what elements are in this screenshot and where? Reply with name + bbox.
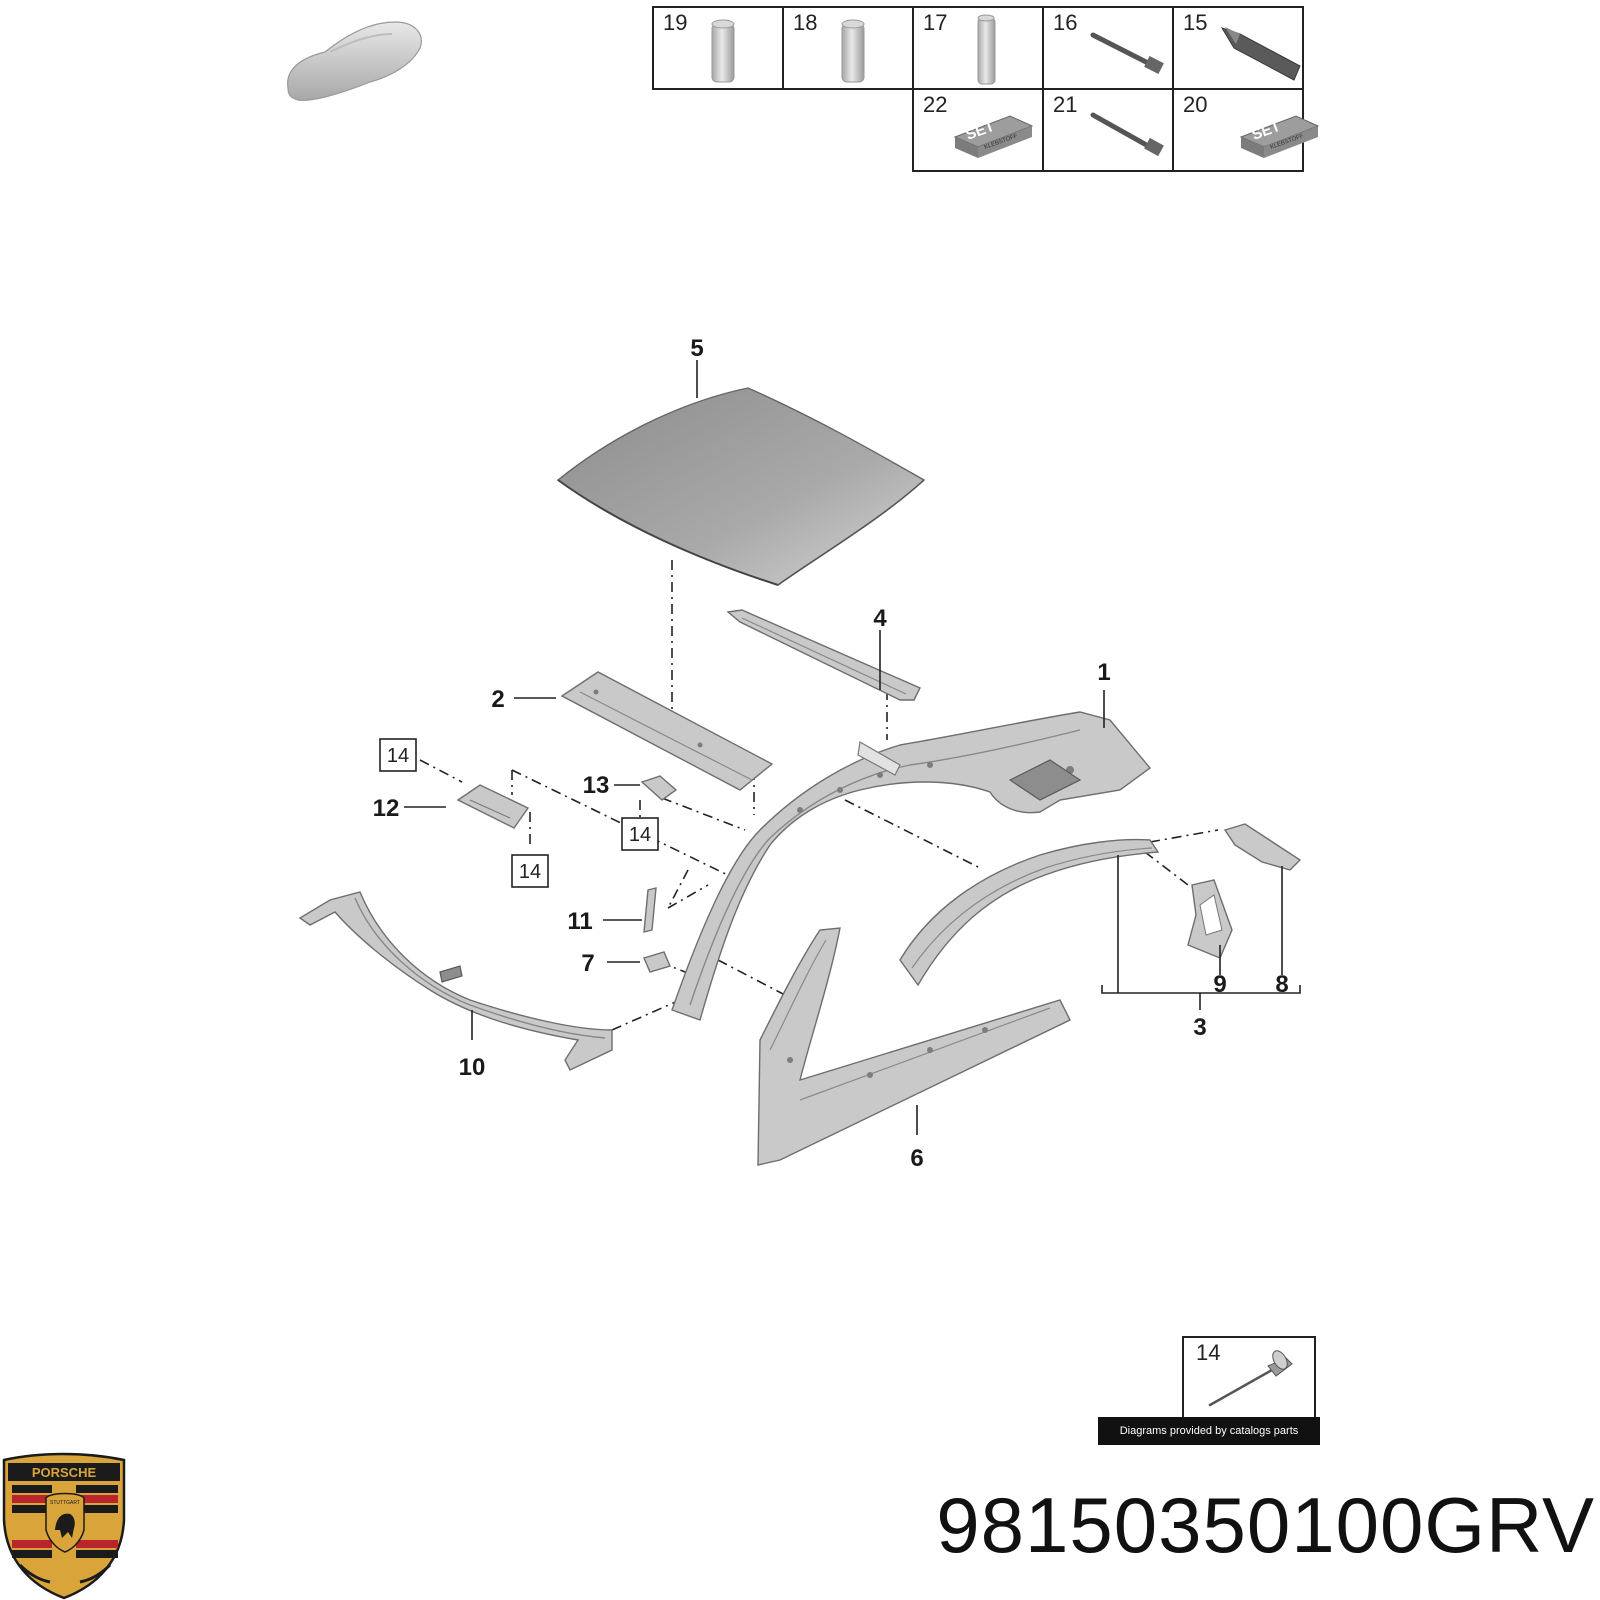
nozzle-pin-icon xyxy=(1090,32,1164,74)
callout-3: 3 xyxy=(1193,1014,1206,1041)
crest-title: PORSCHE xyxy=(32,1465,97,1480)
kit-cell-number: 15 xyxy=(1183,10,1207,35)
callout-11: 11 xyxy=(567,908,592,935)
clip-part-13 xyxy=(640,775,678,801)
reinforcement-part-10 xyxy=(298,891,613,1071)
slim-cylinder-icon xyxy=(977,14,996,85)
roof-crossmember-part-2 xyxy=(560,671,774,791)
nozzle-pin-icon xyxy=(1090,112,1164,157)
diagram-credit-label: Diagrams provided by catalogs parts xyxy=(1098,1417,1320,1445)
callout-5: 5 xyxy=(690,335,703,362)
kit-cell-number: 20 xyxy=(1183,92,1207,117)
svg-text:14: 14 xyxy=(629,824,651,846)
kit-cell-number: 19 xyxy=(663,10,687,35)
cylinder-sleeve-icon xyxy=(841,19,865,83)
svg-text:14: 14 xyxy=(387,745,409,767)
adhesive-set-box-icon: SET KLEBSTOFF xyxy=(1239,115,1320,158)
kit-cell-number: 18 xyxy=(793,10,817,35)
callout-10: 10 xyxy=(459,1054,486,1081)
boxed-ref-14: 14 xyxy=(379,738,417,772)
callout-6: 6 xyxy=(910,1145,923,1172)
kit-cell-number: 21 xyxy=(1053,92,1077,117)
roof-panel-part-5 xyxy=(556,387,926,586)
adhesive-set-box-icon: SET KLEBSTOFF xyxy=(953,115,1034,158)
callout-13: 13 xyxy=(583,772,610,799)
porsche-crest-icon: PORSCHE STUTTGART xyxy=(2,1452,126,1600)
leader-lines xyxy=(404,360,1301,1135)
bracket-part-12 xyxy=(456,784,530,829)
assembly-lines xyxy=(419,560,1219,1031)
boxed-ref-14: 14 xyxy=(511,854,549,888)
callout-2: 2 xyxy=(491,686,504,713)
part-number: 98150350100GRV xyxy=(936,1480,1595,1569)
gusset-part-9 xyxy=(1187,879,1233,959)
crest-city: STUTTGART xyxy=(50,1500,80,1506)
side-frame-part-1 xyxy=(671,711,1152,1021)
boxed-ref-14: 14 xyxy=(621,817,659,851)
kit-cell-number: 16 xyxy=(1053,10,1077,35)
wheel-arch-part-3 xyxy=(899,838,1160,987)
side-sill-part-6 xyxy=(757,927,1071,1166)
bracket-part-8 xyxy=(1223,823,1302,871)
kit-cell-number: 17 xyxy=(923,10,947,35)
rivet-icon xyxy=(1208,1350,1293,1407)
sealant-tube-icon xyxy=(1220,27,1301,81)
cylinder-sleeve-icon xyxy=(711,19,735,83)
callout-1: 1 xyxy=(1097,659,1110,686)
callout-12: 12 xyxy=(373,795,400,822)
rivet-detail-box: 14 xyxy=(1182,1336,1316,1420)
bracket-part-11 xyxy=(643,887,657,933)
rivet-box-number: 14 xyxy=(1196,1340,1220,1365)
callout-8: 8 xyxy=(1275,971,1288,998)
car-thumbnail-icon xyxy=(287,21,422,101)
callout-9: 9 xyxy=(1213,971,1226,998)
kit-cell-number: 22 xyxy=(923,92,947,117)
clip-part-7 xyxy=(643,951,671,973)
svg-text:14: 14 xyxy=(519,861,541,883)
callout-4: 4 xyxy=(873,605,887,632)
roof-rail-part-4 xyxy=(726,609,921,701)
kit-grid: 19 18 17 16 15 22 21 20 xyxy=(652,6,1320,172)
callout-7: 7 xyxy=(581,950,594,977)
